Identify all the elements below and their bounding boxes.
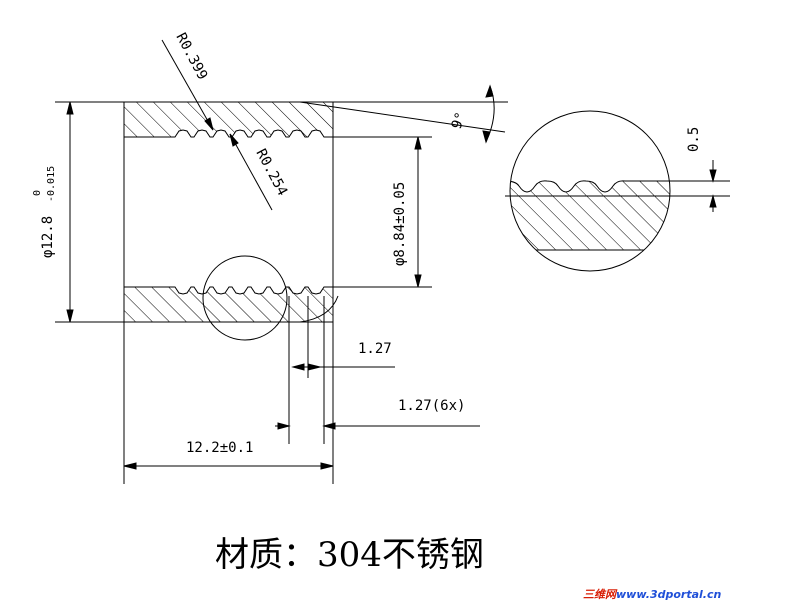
length-label: 12.2±0.1 xyxy=(186,440,253,456)
watermark-url: www.3dportal.cn xyxy=(616,588,721,601)
inner-diameter-dimension xyxy=(333,136,432,288)
svg-text:-0.015: -0.015 xyxy=(46,166,57,202)
pitch-dimension xyxy=(288,296,395,444)
detail-reference-circle xyxy=(202,255,288,341)
r0254-label: R0.254 xyxy=(252,146,290,198)
outer-diameter-dimension xyxy=(55,101,124,323)
watermark[interactable]: 三维网www.3dportal.cn xyxy=(583,588,721,601)
pitch-label: 1.27 xyxy=(358,341,392,357)
bottom-wall-hatch xyxy=(123,286,334,323)
detail-view xyxy=(505,110,730,272)
outer-diameter-label: φ12.8 0 -0.015 xyxy=(32,166,57,258)
r0399-label: R0.399 xyxy=(172,30,210,82)
section-view xyxy=(123,101,339,323)
r0254-leader xyxy=(229,133,273,211)
svg-text:φ12.8: φ12.8 xyxy=(40,216,56,258)
watermark-prefix: 三维网 xyxy=(583,588,618,601)
svg-text:0: 0 xyxy=(32,190,43,196)
inner-diameter-label: φ8.84±0.05 xyxy=(392,182,408,266)
angle-label: 9° xyxy=(449,110,470,131)
pitch-repeat-label: 1.27(6x) xyxy=(398,398,465,414)
groove-depth-label: 0.5 xyxy=(686,127,702,152)
material-label: 材质：304不锈钢 xyxy=(215,535,484,575)
r0399-leader xyxy=(161,39,214,131)
angle-dimension xyxy=(124,84,508,144)
pitch-repeat-dimension xyxy=(275,422,480,430)
length-dimension xyxy=(123,322,334,484)
top-wall-hatch xyxy=(123,101,334,138)
